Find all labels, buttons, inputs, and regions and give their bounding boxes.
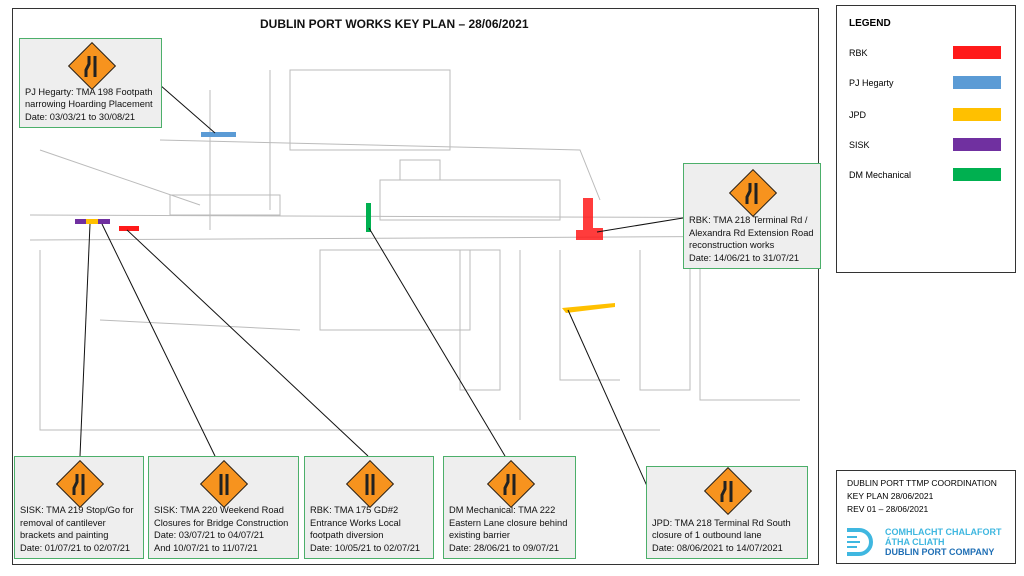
logo-text: DUBLIN PORT COMPANY: [885, 547, 995, 557]
road-narrows-sign-icon: [67, 41, 117, 91]
callout-text: narrowing Hoarding Placement: [25, 99, 153, 109]
logo-text: COMHLACHT CHALAFORT: [885, 527, 1002, 537]
callout-text: existing barrier: [449, 530, 510, 540]
callout-sisk-219: SISK: TMA 219 Stop/Go for removal of can…: [14, 456, 144, 559]
sisk-stopgo-marker: [86, 219, 98, 224]
callout-text: SISK: TMA 219 Stop/Go for: [20, 505, 134, 515]
jpd-marker: [562, 303, 615, 313]
callout-text: footpath diversion: [310, 530, 384, 540]
road-narrows-sign-icon: [703, 466, 753, 516]
title-block-text: REV 01 – 28/06/2021: [847, 504, 929, 514]
legend-label: SISK: [849, 140, 870, 150]
callout-text: PJ Hegarty: TMA 198 Footpath: [25, 86, 153, 97]
legend-swatch-rbk: [953, 46, 1001, 59]
callout-text: brackets and painting: [20, 530, 109, 540]
legend-label: DM Mechanical: [849, 170, 912, 180]
logo-text: ÁTHA CLIATH: [885, 537, 945, 547]
callout-text: And 10/07/21 to 11/07/21: [154, 542, 258, 553]
callout-text: Closures for Bridge Construction: [154, 517, 289, 528]
road-narrows-sign-icon: [55, 459, 105, 509]
callout-text: DM Mechanical: TMA 222: [449, 505, 556, 515]
callout-sisk-220: SISK: TMA 220 Weekend Road Closures for …: [148, 456, 299, 559]
callout-text: removal of cantilever: [20, 517, 106, 528]
legend-title: LEGEND: [849, 18, 891, 29]
callout-text: JPD: TMA 218 Terminal Rd South: [652, 517, 791, 528]
legend-label: PJ Hegarty: [849, 78, 894, 88]
callout-text: Entrance Works Local: [310, 517, 401, 528]
callout-text: Date: 08/06/2021 to 14/07/2021: [652, 542, 783, 553]
callout-jpd: JPD: TMA 218 Terminal Rd South closure o…: [646, 466, 808, 559]
legend-swatch-sisk: [953, 138, 1001, 151]
callout-text: Date: 03/03/21 to 30/08/21: [25, 111, 136, 122]
legend-swatch-dm-mechanical: [953, 168, 1001, 181]
road-narrows-sign-icon: [486, 459, 536, 509]
title-block: DUBLIN PORT TTMP COORDINATION KEY PLAN 2…: [836, 470, 1016, 564]
title-block-text: KEY PLAN 28/06/2021: [847, 491, 934, 501]
page-title: DUBLIN PORT WORKS KEY PLAN – 28/06/2021: [260, 17, 529, 31]
legend-swatch-jpd: [953, 108, 1001, 121]
callout-pj-hegarty: PJ Hegarty: TMA 198 Footpath narrowing H…: [19, 38, 162, 128]
dublin-port-logo-icon: [847, 528, 873, 556]
legend-label: RBK: [849, 48, 868, 58]
callout-text: RBK: TMA 175 GD#2: [310, 505, 399, 515]
dm-marker: [366, 203, 371, 232]
callout-text: Date: 14/06/21 to 31/07/21: [689, 252, 800, 263]
callout-text: Alexandra Rd Extension Road: [689, 227, 814, 238]
callout-dm-mechanical: DM Mechanical: TMA 222 Eastern Lane clos…: [443, 456, 576, 559]
legend-label: JPD: [849, 110, 867, 120]
rbk-175-marker: [119, 226, 139, 231]
callout-text: Date: 28/06/21 to 09/07/21: [449, 542, 560, 553]
callout-text: Date: 01/07/21 to 02/07/21: [20, 542, 131, 553]
callout-rbk-175: RBK: TMA 175 GD#2 Entrance Works Local f…: [304, 456, 434, 559]
callout-text: reconstruction works: [689, 240, 775, 250]
callout-text: SISK: TMA 220 Weekend Road: [154, 505, 284, 515]
road-narrows-sign-icon: [345, 459, 395, 509]
work-markers: [75, 132, 615, 313]
title-block-text: DUBLIN PORT TTMP COORDINATION: [847, 478, 997, 488]
road-narrows-sign-icon: [199, 459, 249, 509]
pj-hegarty-marker: [201, 132, 236, 137]
road-narrows-sign-icon: [728, 168, 778, 218]
callout-text: Eastern Lane closure behind: [449, 517, 568, 528]
legend-swatch-pj-hegarty: [953, 76, 1001, 89]
callout-text: closure of 1 outbound lane: [652, 530, 762, 540]
callout-text: Date: 10/05/21 to 02/07/21: [310, 542, 421, 553]
callout-rbk-218: RBK: TMA 218 Terminal Rd / Alexandra Rd …: [683, 163, 821, 269]
callout-text: Date: 03/07/21 to 04/07/21: [154, 530, 265, 540]
legend: LEGEND RBK PJ Hegarty JPD SISK DM Mechan…: [836, 5, 1016, 273]
rbk-218-marker: [576, 198, 603, 240]
callout-text: RBK: TMA 218 Terminal Rd /: [689, 215, 808, 225]
